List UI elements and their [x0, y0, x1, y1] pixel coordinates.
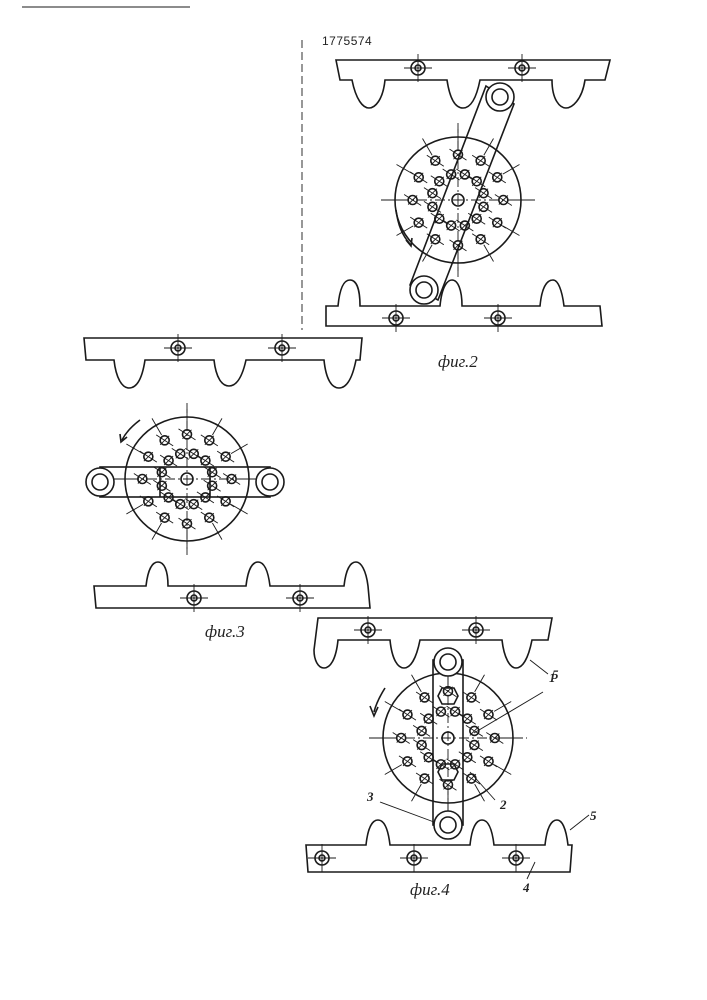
fig4-rotation-arrow: [374, 688, 385, 712]
fig4-wheel: [369, 659, 527, 817]
fig2-bottom-rack: [326, 280, 602, 326]
fig3-arm: [86, 467, 284, 497]
fig2-arm: [410, 83, 514, 304]
fig3-rotation-arrow: [122, 420, 140, 440]
fig2-top-rack: [336, 60, 610, 108]
fig2-wheel: [381, 123, 535, 277]
fig3-bottom-rack: [94, 562, 370, 608]
fig3-top-rack: [84, 338, 362, 388]
fig4-rack-pins: [308, 616, 530, 872]
